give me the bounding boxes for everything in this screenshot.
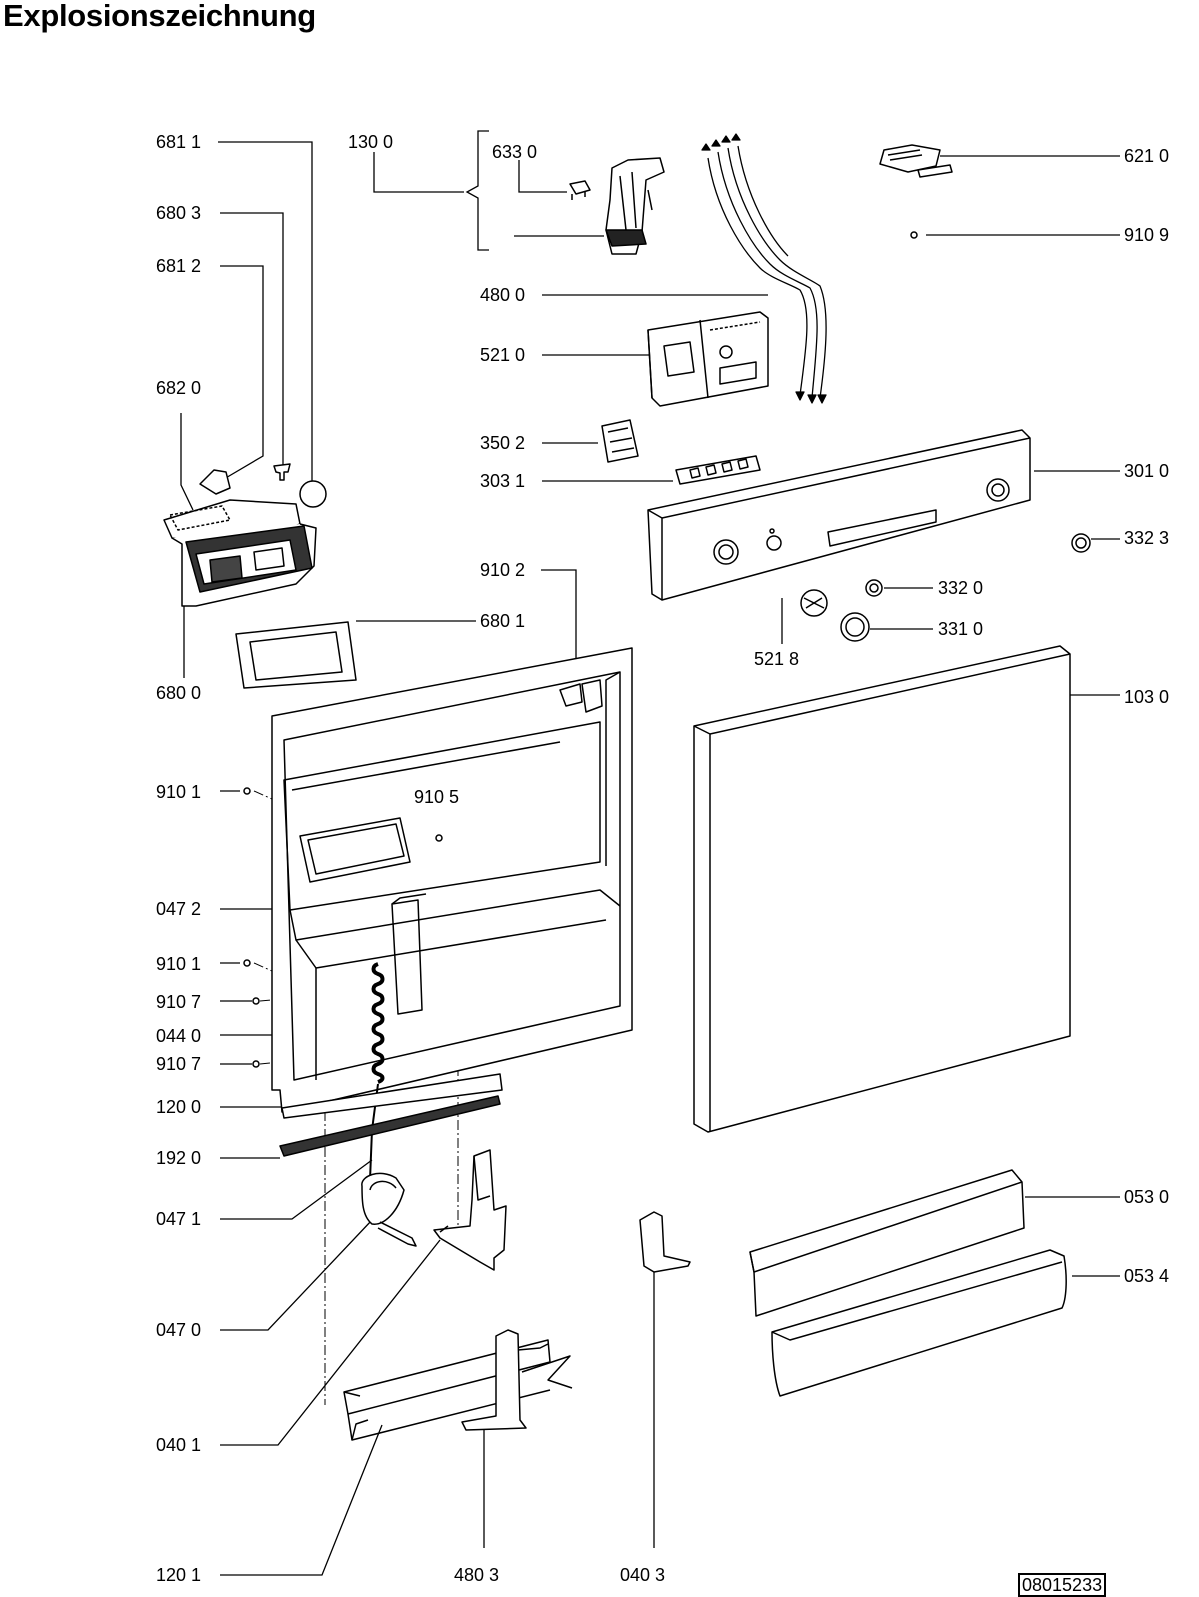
connector-621-0 bbox=[879, 144, 953, 178]
document-number: 08015233 bbox=[1018, 1573, 1107, 1597]
label-480-0: 480 0 bbox=[480, 285, 525, 305]
label-350-2: 350 2 bbox=[480, 433, 525, 453]
switch-block-350-2 bbox=[601, 419, 639, 463]
label-130-0: 130 0 bbox=[348, 132, 393, 152]
rail-053-0 bbox=[749, 1169, 1025, 1317]
label-910-2: 910 2 bbox=[480, 560, 525, 580]
label-680-3: 680 3 bbox=[156, 203, 201, 223]
label-332-0: 332 0 bbox=[938, 578, 983, 598]
label-040-3: 040 3 bbox=[620, 1565, 665, 1585]
inner-door bbox=[271, 647, 633, 1113]
label-682-0: 682 0 bbox=[156, 378, 201, 398]
screw-910-9 bbox=[910, 231, 918, 239]
label-521-0: 521 0 bbox=[480, 345, 525, 365]
part-labels: 681 1 130 0 633 0 621 0 680 3 910 9 681 … bbox=[156, 132, 1169, 1585]
dispenser-680-0 bbox=[163, 499, 317, 607]
control-module-521-0 bbox=[647, 311, 769, 407]
screws-left bbox=[243, 787, 443, 1068]
knob-332-3 bbox=[1071, 533, 1091, 553]
label-681-2: 681 2 bbox=[156, 256, 201, 276]
label-910-9: 910 9 bbox=[1124, 225, 1169, 245]
bracket-480-3 bbox=[461, 1329, 573, 1431]
label-521-8: 521 8 bbox=[754, 649, 799, 669]
knob-331-0 bbox=[840, 612, 870, 642]
label-103-0: 103 0 bbox=[1124, 687, 1169, 707]
switch-633-0 bbox=[569, 180, 591, 200]
page-title: Explosionszeichnung bbox=[3, 0, 316, 33]
seal-strip-192-0 bbox=[279, 1095, 501, 1157]
parts bbox=[163, 133, 1091, 1441]
label-680-0: 680 0 bbox=[156, 683, 201, 703]
label-301-0: 301 0 bbox=[1124, 461, 1169, 481]
door-front-103-0 bbox=[693, 645, 1071, 1133]
lid-681-2 bbox=[199, 469, 231, 495]
label-910-7-a: 910 7 bbox=[156, 992, 201, 1012]
control-panel-301-0 bbox=[647, 429, 1031, 601]
label-910-1-b: 910 1 bbox=[156, 954, 201, 974]
label-910-5: 910 5 bbox=[414, 787, 459, 807]
label-040-1: 040 1 bbox=[156, 1435, 201, 1455]
cap-681-1 bbox=[299, 480, 327, 508]
label-044-0: 044 0 bbox=[156, 1026, 201, 1046]
label-681-1: 681 1 bbox=[156, 132, 201, 152]
label-192-0: 192 0 bbox=[156, 1148, 201, 1168]
label-047-0: 047 0 bbox=[156, 1320, 201, 1340]
gasket-680-1 bbox=[235, 621, 357, 689]
label-120-1: 120 1 bbox=[156, 1565, 201, 1585]
hinge-047 bbox=[361, 1172, 417, 1247]
button-680-3 bbox=[273, 463, 291, 481]
bracket-040-3 bbox=[639, 1211, 691, 1273]
leader-lines bbox=[180, 130, 1120, 1576]
button-332-0 bbox=[865, 579, 883, 597]
label-910-1-a: 910 1 bbox=[156, 782, 201, 802]
label-047-2: 047 2 bbox=[156, 899, 201, 919]
label-053-0: 053 0 bbox=[1124, 1187, 1169, 1207]
label-047-1: 047 1 bbox=[156, 1209, 201, 1229]
button-strip-303-1 bbox=[675, 455, 761, 485]
label-480-3: 480 3 bbox=[454, 1565, 499, 1585]
label-053-4: 053 4 bbox=[1124, 1266, 1169, 1286]
kick-plate-053-4 bbox=[771, 1249, 1067, 1397]
label-910-7-b: 910 7 bbox=[156, 1054, 201, 1074]
label-621-0: 621 0 bbox=[1124, 146, 1169, 166]
label-680-1: 680 1 bbox=[480, 611, 525, 631]
label-331-0: 331 0 bbox=[938, 619, 983, 639]
label-633-0: 633 0 bbox=[492, 142, 537, 162]
door-lock-130-0 bbox=[605, 157, 665, 255]
label-332-3: 332 3 bbox=[1124, 528, 1169, 548]
bracket-040-1 bbox=[433, 1149, 507, 1271]
encoder-521-8 bbox=[800, 589, 828, 617]
label-303-1: 303 1 bbox=[480, 471, 525, 491]
strip-120-0 bbox=[281, 1073, 503, 1119]
label-120-0: 120 0 bbox=[156, 1097, 201, 1117]
wiring-harness-480-0 bbox=[701, 133, 827, 404]
